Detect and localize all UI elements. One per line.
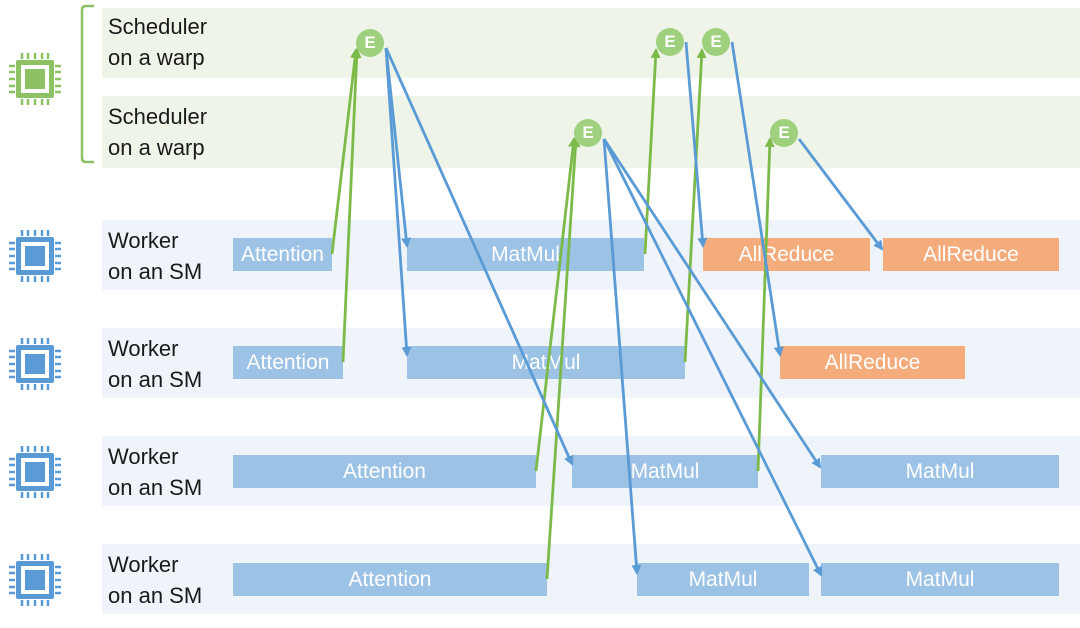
event-node: E bbox=[356, 29, 384, 57]
worker-label-line2: on an SM bbox=[108, 475, 203, 500]
event-node: E bbox=[702, 28, 730, 56]
gpu-chip-icon bbox=[9, 53, 61, 105]
worker-label: Worker on an SM bbox=[108, 225, 202, 287]
worker-label: Worker on an SM bbox=[108, 441, 202, 503]
worker-label: Worker on an SM bbox=[108, 549, 202, 611]
event-node: E bbox=[656, 28, 684, 56]
worker-label-line2: on an SM bbox=[108, 259, 203, 284]
task-attention: Attention bbox=[233, 346, 343, 379]
task-matmul: MatMul bbox=[821, 455, 1059, 488]
worker-label: Worker on an SM bbox=[108, 333, 202, 395]
task-attention: Attention bbox=[233, 238, 332, 271]
scheduler-label-line1: Scheduler bbox=[108, 14, 208, 39]
worker-label-line1: Worker bbox=[108, 336, 179, 361]
sm-chip-icon bbox=[9, 338, 61, 390]
event-node: E bbox=[574, 119, 602, 147]
worker-label-line1: Worker bbox=[108, 444, 179, 469]
task-matmul: MatMul bbox=[821, 563, 1059, 596]
sm-chip-icon bbox=[9, 230, 61, 282]
worker-label-line1: Worker bbox=[108, 228, 179, 253]
worker-label-line1: Worker bbox=[108, 552, 179, 577]
scheduler-band-1 bbox=[102, 8, 1080, 78]
worker-label-line2: on an SM bbox=[108, 367, 203, 392]
sm-chip-icon bbox=[9, 446, 61, 498]
sm-chip-icon bbox=[9, 554, 61, 606]
task-attention: Attention bbox=[233, 563, 547, 596]
task-allreduce: AllReduce bbox=[883, 238, 1059, 271]
scheduler-label-line1: Scheduler bbox=[108, 104, 208, 129]
event-node: E bbox=[770, 119, 798, 147]
scheduler-label: Scheduler on a warp bbox=[108, 101, 207, 163]
scheduler-label-line2: on a warp bbox=[108, 135, 205, 160]
worker-label-line2: on an SM bbox=[108, 583, 203, 608]
scheduler-label: Scheduler on a warp bbox=[108, 11, 207, 73]
scheduler-label-line2: on a warp bbox=[108, 45, 205, 70]
